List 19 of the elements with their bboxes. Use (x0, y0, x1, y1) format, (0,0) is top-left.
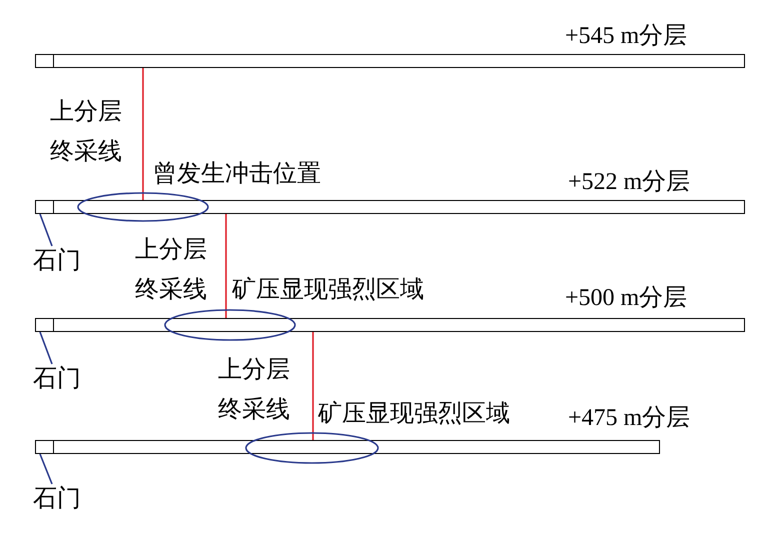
edge-label: 上分层终采线 (135, 236, 208, 305)
mining-limit-line (142, 68, 144, 200)
edge-label: 上分层终采线 (50, 98, 123, 167)
crosscut-label: 石门 (33, 484, 87, 514)
leader-line (39, 332, 53, 364)
zone-label: 曾发生冲击位置 (153, 160, 321, 188)
crosscut-label: 石门 (33, 364, 87, 394)
level-label: +500 m分层 (565, 284, 688, 312)
mining-limit-line (225, 214, 227, 318)
edge-label: 上分层终采线 (218, 356, 291, 425)
level-label: +545 m分层 (565, 22, 688, 50)
crosscut-label: 石门 (33, 246, 87, 276)
level-label: +522 m分层 (568, 168, 690, 196)
zone-label: 矿压显现强烈区域 (232, 276, 424, 304)
zone-label: 矿压显现强烈区域 (318, 400, 510, 428)
level-label: +475 m分层 (568, 404, 690, 432)
leader-line (39, 214, 53, 246)
mining-limit-line (312, 332, 314, 440)
leader-line (39, 454, 53, 484)
